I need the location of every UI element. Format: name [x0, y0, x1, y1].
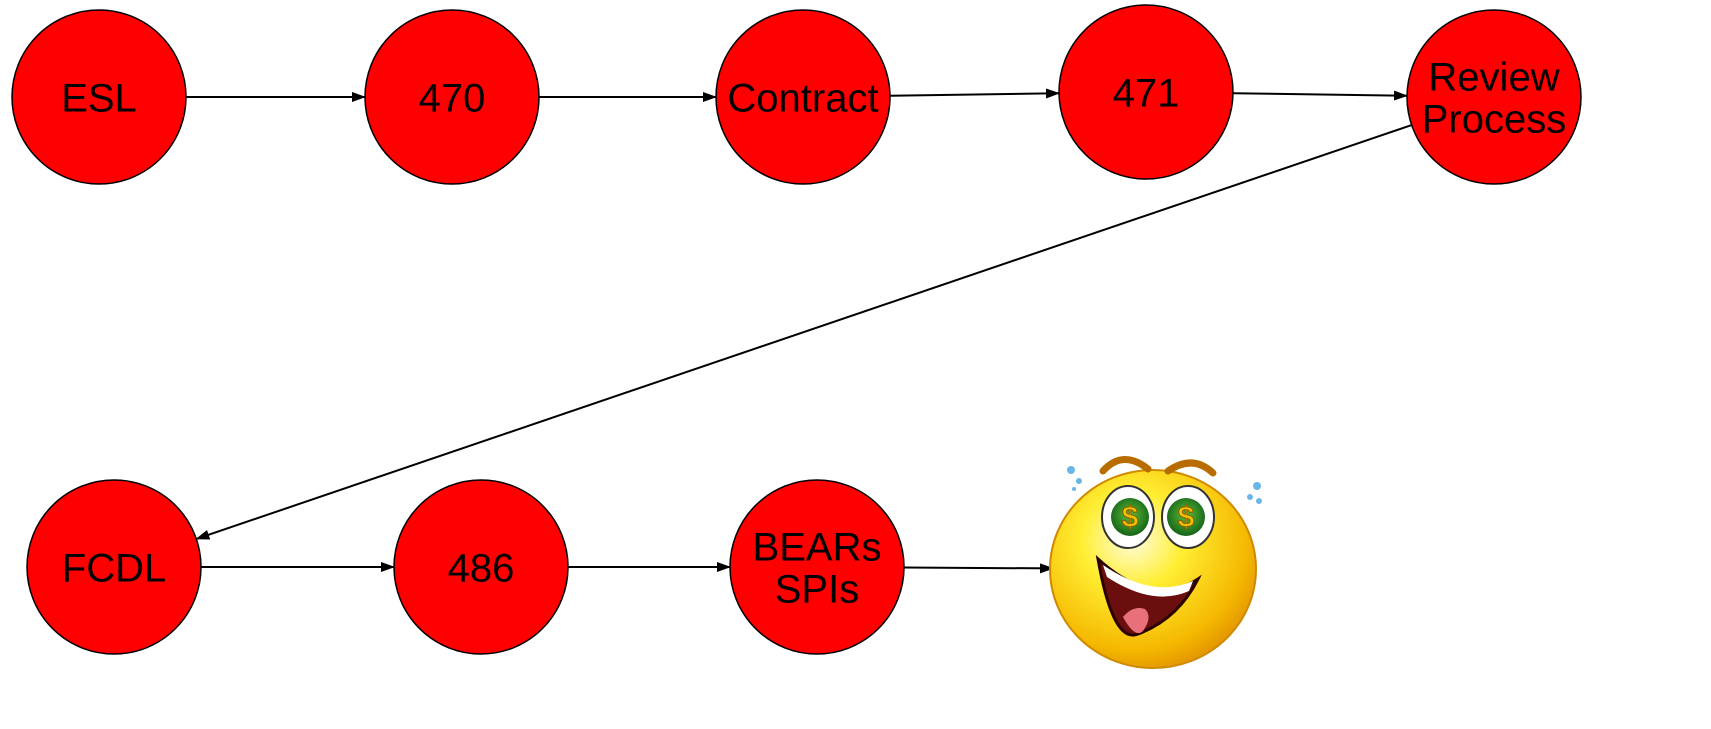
svg-text:$: $ [1122, 501, 1139, 534]
node-label: 470 [419, 76, 486, 120]
node-486: 486 [393, 479, 569, 655]
arrow-bears-spis-to-money-smiley [903, 563, 1055, 574]
node-contract: Contract [715, 9, 891, 185]
node-circle [729, 479, 905, 655]
node-label: SPIs [775, 567, 859, 611]
node-circle [1406, 9, 1582, 185]
node-circle [11, 9, 187, 185]
node-label: BEARs [753, 525, 882, 569]
money-eyes-smiley-icon: $ $ [1049, 456, 1262, 669]
node-circle [364, 9, 540, 185]
node-fcdl: FCDL [26, 479, 202, 655]
node-circle [26, 479, 202, 655]
svg-text:$: $ [1178, 501, 1195, 534]
node-471: 471 [1058, 4, 1234, 180]
arrow-review-process-to-fcdl [195, 124, 1412, 540]
node-label: Review [1428, 55, 1559, 99]
node-label: 486 [448, 546, 515, 590]
node-label: 471 [1113, 71, 1180, 115]
node-label: Process [1422, 97, 1567, 141]
node-label: ESL [61, 76, 137, 120]
node-circle [715, 9, 891, 185]
node-label: Contract [727, 76, 878, 120]
node-470: 470 [364, 9, 540, 185]
node-label: FCDL [62, 546, 166, 590]
node-circle [1058, 4, 1234, 180]
arrow-471-to-review-process [1232, 90, 1409, 101]
node-esl: ESL [11, 9, 187, 185]
node-circle [393, 479, 569, 655]
arrow-contract-to-471 [889, 88, 1061, 99]
edges [186, 88, 1412, 574]
